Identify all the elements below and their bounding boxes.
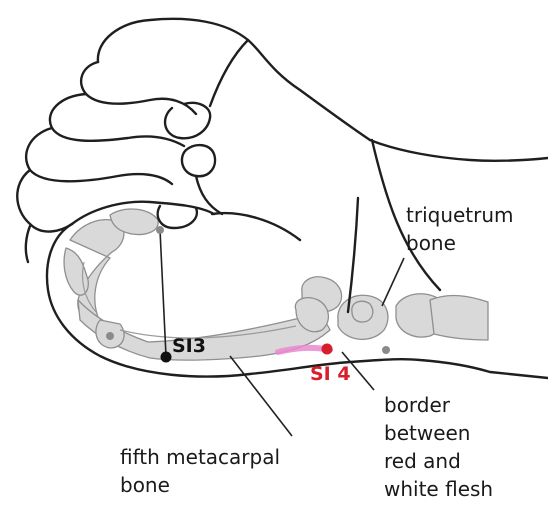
ulna-shaft [430, 296, 488, 340]
triquetrum-label-line1: triquetrum [406, 203, 514, 227]
border-label-line2: between [384, 421, 470, 445]
border-label-line1: border [384, 393, 451, 417]
si4-point-marker [322, 344, 333, 355]
reference-dot [382, 346, 390, 354]
little-finger-pad [158, 206, 197, 228]
leader-line-metacarpal [230, 356, 292, 436]
si3-label: SI3 [172, 335, 206, 357]
leader-line-triquetrum [382, 258, 404, 306]
wrist-crease [348, 198, 358, 312]
back-of-hand-outline [370, 140, 548, 161]
finger-index-outline [81, 62, 196, 114]
pisiform-bone [352, 301, 373, 322]
fist-top-outline [98, 19, 370, 140]
triquetrum-label-line2: bone [406, 231, 456, 255]
thumb-tip-outline [165, 103, 210, 138]
hypothenar-line [212, 213, 300, 240]
border-label-line3: red and [384, 449, 461, 473]
thumb-crease [210, 40, 248, 106]
metacarpal-label-line1: fifth metacarpal [120, 445, 280, 469]
metacarpal-label-line2: bone [120, 473, 170, 497]
palm-crease [26, 226, 30, 262]
si3-point-marker [161, 352, 172, 363]
finger-phalanx-tip [64, 248, 88, 295]
border-label-line4: white flesh [384, 477, 493, 501]
si4-label: SI 4 [310, 363, 351, 385]
thumb-nail-outline [182, 145, 215, 176]
reference-dot [106, 332, 114, 340]
reference-dot [156, 226, 164, 234]
